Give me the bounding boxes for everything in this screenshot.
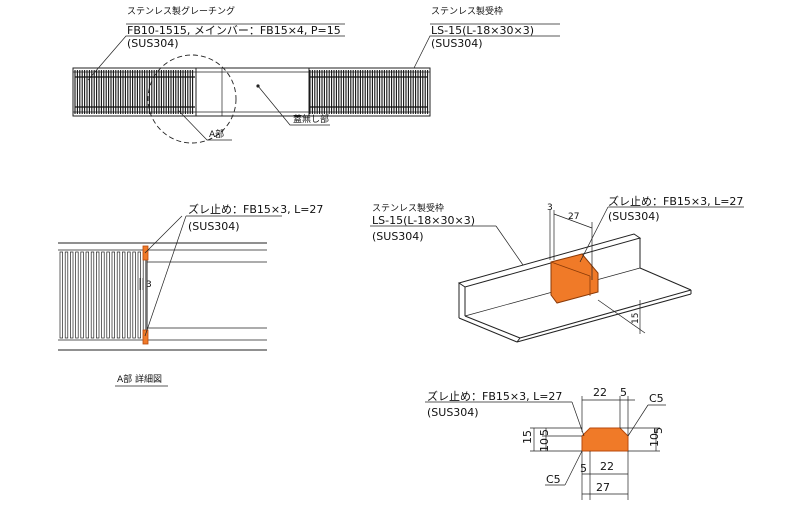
detail-dim-3: 3 [146, 280, 152, 290]
detail-bar [101, 251, 105, 339]
iso-dim-27: 27 [568, 212, 579, 222]
detail-leader-top [144, 215, 183, 254]
stopper-c5-top-leader [627, 404, 649, 437]
detail-bar [132, 251, 136, 339]
isometric-view: 3 27 15 ステンレス製受枠 LS-15(L-18×30×3) (SUS30… [370, 194, 744, 343]
detail-stopper-top [142, 245, 149, 261]
detail-bar [111, 251, 115, 339]
iso-stopper-material: (SUS304) [608, 210, 660, 223]
stopper-dim-5-left: 5 [538, 429, 551, 436]
lid-leader-line [257, 85, 330, 126]
frame-leader-line [413, 35, 560, 69]
stopper-detail-view: 22 5 C5 15 5 10 10 5 5 22 27 C5 ズ [425, 386, 666, 500]
stopper-chamfer-top: C5 [649, 392, 664, 405]
detail-bar [137, 251, 141, 339]
iso-dim-15-ext [597, 299, 646, 334]
top-plan-view: ステンレス製グレーチング FB10-1515, メインバー：FB15×4, P=… [72, 5, 560, 144]
frame-spec: LS-15(L-18×30×3) [431, 24, 534, 37]
grating-spec: FB10-1515, メインバー：FB15×4, P=15 [127, 24, 341, 37]
detail-bar [116, 251, 121, 339]
iso-stopper-edge [550, 261, 591, 277]
detail-bar [142, 251, 147, 339]
detail-bar [90, 251, 95, 339]
detail-bar [70, 251, 74, 339]
angle-vertical-top-edge [457, 233, 642, 288]
detail-bar [75, 251, 79, 339]
stopper-dim-10-left: 10 [538, 438, 551, 452]
detail-stopper-bottom [142, 329, 149, 345]
part-a-detail-circle [147, 54, 237, 144]
detail-bar [122, 251, 126, 339]
frame-material: (SUS304) [431, 37, 483, 50]
iso-dim-15: 15 [631, 313, 641, 324]
grating-hatch-right [309, 70, 429, 114]
iso-frame-spec: LS-15(L-18×30×3) [372, 214, 475, 227]
angle-bottom-left [458, 317, 518, 343]
angle-horizontal-front-edge [519, 289, 692, 339]
stopper-detail-spec: ズレ止め：FB15×3, L=27 [427, 389, 562, 403]
frame-outline [72, 67, 431, 117]
iso-dim-27-line [553, 213, 593, 229]
iso-frame-material: (SUS304) [372, 230, 424, 243]
grating-label: ステンレス製グレーチング [127, 5, 235, 17]
stopper-dim-5-right: 5 [652, 427, 665, 434]
stopper-chamfer-bottom: C5 [546, 473, 561, 486]
iso-frame-leader [495, 225, 524, 266]
detail-a-title: A部 詳細図 [117, 373, 162, 385]
stopper-dim-22-bottom: 22 [600, 460, 614, 473]
iso-stopper-leader [579, 206, 609, 263]
stopper-detail-material: (SUS304) [427, 406, 479, 419]
detail-bar [59, 251, 63, 339]
grating-material: (SUS304) [127, 37, 179, 50]
stopper-c5-bottom-leader [564, 450, 583, 486]
detail-bar [80, 251, 84, 339]
stopper-dim-22-top: 22 [593, 386, 607, 399]
detail-bar [85, 251, 89, 339]
iso-dim-3: 3 [547, 203, 553, 213]
stopper-dim-5-top: 5 [620, 386, 627, 399]
detail-bar [96, 251, 100, 339]
stopper-dim-27: 27 [596, 481, 610, 494]
iso-stopper-spec: ズレ止め：FB15×3, L=27 [608, 194, 743, 208]
iso-stopper-block [550, 253, 599, 304]
part-a-leader-line [177, 109, 232, 141]
stopper-detail-leader [571, 401, 585, 437]
angle-bottom-front [516, 293, 692, 343]
stopper-plate [581, 427, 629, 452]
angle-horizontal-left-top [464, 315, 521, 339]
angle-horizontal-right-top [639, 267, 692, 291]
frame-label: ステンレス製受枠 [431, 5, 503, 17]
detail-grating-bars [59, 251, 147, 339]
grating-hatch-left [74, 70, 195, 114]
detail-bar [127, 251, 131, 339]
stopper-dim-5-bottom: 5 [580, 462, 587, 475]
grating-leader-line [87, 35, 345, 81]
angle-end-left [516, 337, 521, 343]
part-a-label: A部 [209, 128, 224, 140]
detail-bar [106, 251, 110, 339]
detail-leader-bottom [144, 215, 187, 337]
stopper-dim-10-right: 10 [648, 433, 661, 447]
iso-frame-label: ステンレス製受枠 [372, 202, 444, 214]
lid-label: 蓋無し部 [293, 113, 329, 125]
detail-a-view: 3 ズレ止め：FB15×3, L=27 (SUS304) A部 詳細図 [58, 202, 323, 387]
detail-bar [64, 251, 69, 339]
stopper-dim-15: 15 [521, 430, 534, 444]
detail-stopper-spec: ズレ止め：FB15×3, L=27 [188, 202, 323, 216]
detail-stopper-material: (SUS304) [188, 220, 240, 233]
